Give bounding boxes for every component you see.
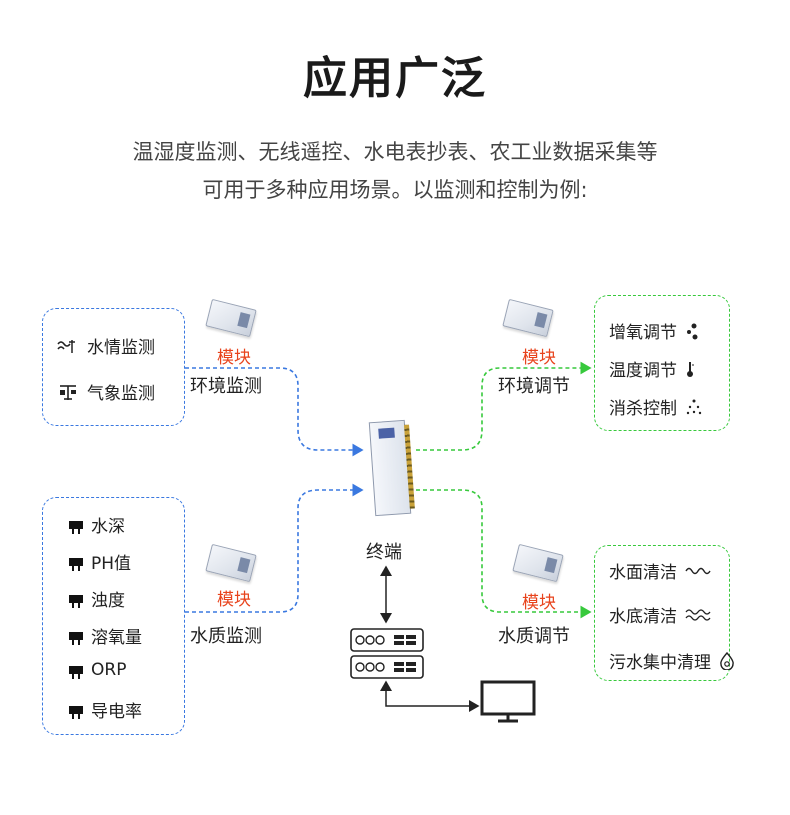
water-wave-icon — [57, 339, 75, 353]
list-item: 浊度 — [69, 586, 125, 611]
link-water-adjust — [416, 489, 592, 619]
sensor-probe-icon — [69, 705, 83, 719]
thermometer-icon — [687, 361, 694, 377]
water-adjust-caption: 水质调节 — [498, 626, 570, 647]
weather-station-icon — [60, 384, 76, 400]
sensor-probe-icon — [69, 557, 83, 571]
list-item: 溶氧量 — [69, 623, 142, 648]
list-item: 气象监测 — [57, 379, 155, 404]
module-label: 模块 — [217, 590, 251, 610]
sensor-probe-icon — [69, 594, 83, 608]
page-title: 应用广泛 — [303, 53, 487, 104]
list-item: 温度调节 — [609, 356, 695, 381]
module-label: 模块 — [522, 593, 556, 613]
bottom-wave-icon — [685, 608, 711, 621]
link-env-adjust — [416, 361, 592, 451]
list-item: 水深 — [69, 512, 125, 537]
link-water-monitor — [185, 483, 364, 613]
env-monitor-caption: 环境监测 — [190, 376, 262, 397]
module-label: 模块 — [217, 348, 251, 368]
water-adjust-box: 水面清洁 水底清洁 污水集中清理 — [594, 545, 734, 681]
list-item: 增氧调节 — [609, 318, 699, 343]
list-item: 导电率 — [69, 697, 142, 722]
list-item: 污水集中清理 — [609, 648, 735, 673]
list-item: 水面清洁 — [609, 558, 711, 583]
water-drop-icon — [720, 651, 734, 670]
spray-icon — [686, 399, 702, 414]
terminal-label: 终端 — [366, 542, 402, 563]
sensor-probe-icon — [69, 631, 83, 645]
env-monitor-box: 水情监测 气象监测 — [42, 308, 185, 426]
env-adjust-box: 增氧调节 温度调节 消杀控制 — [594, 295, 730, 431]
server-rack-icon — [350, 628, 424, 679]
sensor-probe-icon — [69, 520, 83, 534]
water-monitor-box: 水深 PH值 浊度 溶氧量 ORP 导电率 — [42, 497, 185, 735]
module-label: 模块 — [522, 348, 556, 368]
subtitle-line-2: 可用于多种应用场景。以监测和控制为例: — [202, 178, 588, 202]
center-module-icon — [368, 419, 415, 517]
bubbles-icon — [687, 323, 698, 339]
sensor-probe-icon — [69, 666, 83, 679]
surface-wave-icon — [685, 567, 711, 574]
list-item: 消杀控制 — [609, 394, 703, 419]
env-adjust-caption: 环境调节 — [498, 376, 570, 397]
list-item: ORP — [69, 660, 126, 680]
subtitle-line-1: 温湿度监测、无线遥控、水电表抄表、农工业数据采集等 — [132, 140, 658, 164]
water-monitor-caption: 水质监测 — [190, 626, 262, 647]
monitor-icon — [480, 680, 536, 723]
link-env-monitor — [185, 367, 364, 457]
list-item: 水情监测 — [57, 333, 155, 358]
list-item: 水底清洁 — [609, 602, 711, 627]
list-item: PH值 — [69, 549, 131, 574]
